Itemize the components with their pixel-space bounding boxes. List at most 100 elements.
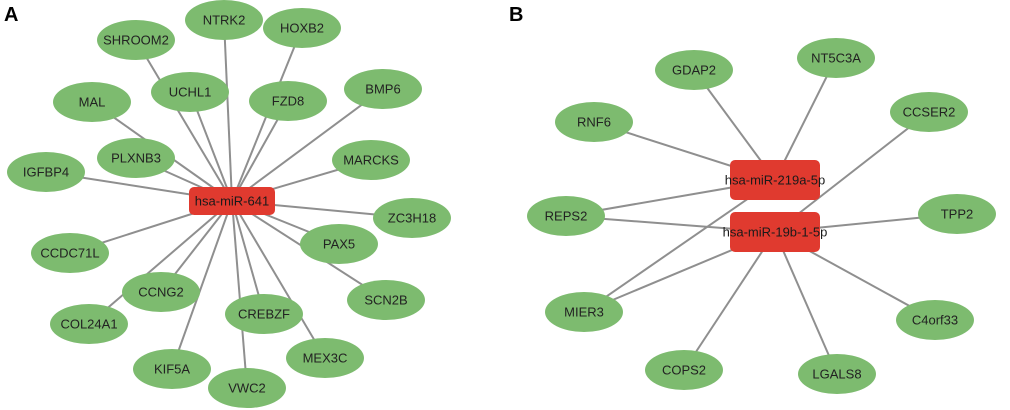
target-node-label: CREBZF bbox=[238, 307, 290, 322]
target-node-label: PLXNB3 bbox=[111, 151, 161, 166]
panel-a-label: A bbox=[4, 4, 18, 26]
target-node-label: MEX3C bbox=[303, 351, 348, 366]
target-node-vwc2: VWC2 bbox=[208, 368, 286, 408]
target-node-shape bbox=[347, 280, 425, 320]
edge-mir641-shroom2 bbox=[135, 39, 233, 202]
target-node-label: CCSER2 bbox=[903, 105, 956, 120]
edge-mir641-kif5a bbox=[171, 200, 233, 370]
target-node-gdap2: GDAP2 bbox=[655, 50, 733, 90]
target-node-shape bbox=[249, 81, 327, 121]
target-node-shape bbox=[208, 368, 286, 408]
target-node-fzd8: FZD8 bbox=[249, 81, 327, 121]
target-node-label: GDAP2 bbox=[672, 63, 716, 78]
target-node-lgals8: LGALS8 bbox=[798, 354, 876, 394]
panel-b-label: B bbox=[509, 4, 523, 26]
target-node-reps2: REPS2 bbox=[527, 196, 605, 236]
target-node-label: NTRK2 bbox=[203, 13, 246, 28]
target-node-shape bbox=[50, 304, 128, 344]
edge-mir19b-lgals8 bbox=[774, 231, 838, 375]
mirna-node-mir641: hsa-miR-641 bbox=[189, 187, 275, 215]
target-node-label: COL24A1 bbox=[60, 317, 117, 332]
target-node-label: LGALS8 bbox=[812, 367, 861, 382]
target-node-mier3: MIER3 bbox=[545, 292, 623, 332]
target-node-shape bbox=[185, 0, 263, 40]
target-node-label: HOXB2 bbox=[280, 21, 324, 36]
edge-mir19b-cops2 bbox=[683, 231, 776, 371]
target-node-tpp2: TPP2 bbox=[918, 194, 996, 234]
target-node-shape bbox=[890, 92, 968, 132]
target-node-shape bbox=[286, 338, 364, 378]
target-node-label: MAL bbox=[79, 95, 106, 110]
target-node-shape bbox=[655, 50, 733, 90]
target-node-label: FZD8 bbox=[272, 94, 305, 109]
target-node-label: BMP6 bbox=[365, 82, 400, 97]
mirna-node-label: hsa-miR-19b-1-5p bbox=[723, 225, 828, 240]
target-node-label: REPS2 bbox=[545, 209, 588, 224]
target-node-igfbp4: IGFBP4 bbox=[7, 152, 85, 192]
target-node-label: SCN2B bbox=[364, 293, 407, 308]
target-node-label: PAX5 bbox=[323, 237, 355, 252]
target-node-bmp6: BMP6 bbox=[344, 69, 422, 109]
target-node-shape bbox=[97, 138, 175, 178]
target-node-cops2: COPS2 bbox=[645, 350, 723, 390]
target-node-shape bbox=[798, 354, 876, 394]
target-node-shape bbox=[527, 196, 605, 236]
target-node-shroom2: SHROOM2 bbox=[97, 20, 175, 60]
edge-mir219-mier3 bbox=[583, 179, 776, 313]
target-node-uchl1: UCHL1 bbox=[151, 72, 229, 112]
target-node-label: C4orf33 bbox=[912, 313, 958, 328]
target-node-rnf6: RNF6 bbox=[555, 102, 633, 142]
target-node-shape bbox=[53, 82, 131, 122]
target-node-marcks: MARCKS bbox=[332, 140, 410, 180]
target-node-ccdc71l: CCDC71L bbox=[31, 233, 109, 273]
target-node-shape bbox=[896, 300, 974, 340]
edge-mir641-bmp6 bbox=[231, 88, 384, 202]
target-node-label: NT5C3A bbox=[811, 51, 861, 66]
target-node-shape bbox=[97, 20, 175, 60]
target-node-shape bbox=[645, 350, 723, 390]
target-node-kif5a: KIF5A bbox=[133, 349, 211, 389]
target-node-shape bbox=[7, 152, 85, 192]
target-node-label: IGFBP4 bbox=[23, 165, 69, 180]
target-node-zc3h18: ZC3H18 bbox=[373, 198, 451, 238]
target-node-label: RNF6 bbox=[577, 115, 611, 130]
target-node-label: COPS2 bbox=[662, 363, 706, 378]
target-node-pax5: PAX5 bbox=[300, 224, 378, 264]
mirna-node-mir19b: hsa-miR-19b-1-5p bbox=[723, 212, 828, 252]
target-node-shape bbox=[263, 8, 341, 48]
target-node-label: UCHL1 bbox=[169, 85, 212, 100]
target-node-c4orf33: C4orf33 bbox=[896, 300, 974, 340]
edge-mir641-vwc2 bbox=[231, 200, 248, 389]
target-node-plxnb3: PLXNB3 bbox=[97, 138, 175, 178]
target-node-nt5c3a: NT5C3A bbox=[797, 38, 875, 78]
target-node-label: TPP2 bbox=[941, 207, 974, 222]
target-node-shape bbox=[332, 140, 410, 180]
target-node-label: KIF5A bbox=[154, 362, 190, 377]
target-node-col24a1: COL24A1 bbox=[50, 304, 128, 344]
target-node-scn2b: SCN2B bbox=[347, 280, 425, 320]
edge-mir641-col24a1 bbox=[88, 200, 233, 325]
mirna-nodes-layer: hsa-miR-641 hsa-miR-219a-5p hsa-miR-19b-1-… bbox=[189, 160, 827, 252]
target-node-label: MARCKS bbox=[343, 153, 399, 168]
target-node-shape bbox=[31, 233, 109, 273]
mirna-node-mir219: hsa-miR-219a-5p bbox=[725, 160, 825, 200]
target-node-shape bbox=[373, 198, 451, 238]
target-node-shape bbox=[122, 272, 200, 312]
target-node-ntrk2: NTRK2 bbox=[185, 0, 263, 40]
mirna-node-shape bbox=[730, 160, 820, 200]
mirna-node-label: hsa-miR-641 bbox=[195, 194, 269, 209]
target-node-shape bbox=[300, 224, 378, 264]
mirna-node-shape bbox=[730, 212, 820, 252]
target-node-mex3c: MEX3C bbox=[286, 338, 364, 378]
edge-mir641-ntrk2 bbox=[223, 19, 233, 202]
edge-mir219-nt5c3a bbox=[774, 57, 837, 181]
target-node-ccng2: CCNG2 bbox=[122, 272, 200, 312]
target-node-shape bbox=[151, 72, 229, 112]
target-node-label: VWC2 bbox=[228, 381, 266, 396]
target-node-label: ZC3H18 bbox=[388, 211, 436, 226]
mirna-node-label: hsa-miR-219a-5p bbox=[725, 173, 825, 188]
target-node-label: CCNG2 bbox=[138, 285, 184, 300]
target-node-crebzf: CREBZF bbox=[225, 294, 303, 334]
target-node-mal: MAL bbox=[53, 82, 131, 122]
